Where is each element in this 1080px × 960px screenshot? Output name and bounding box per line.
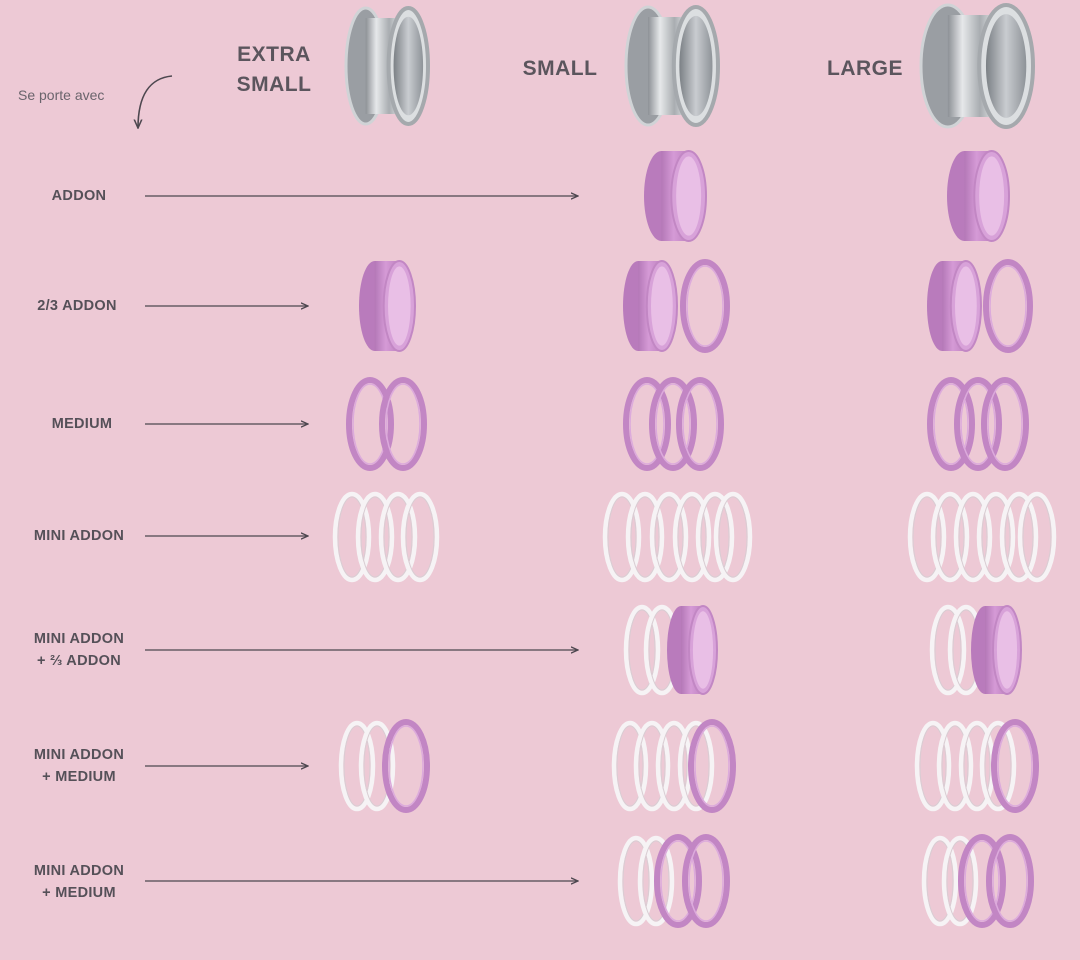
pink-band-icon (991, 719, 1039, 813)
clear-band-icon (921, 835, 959, 927)
row-label-line1: MINI ADDON (33, 528, 125, 544)
column-header-line2: SMALL (236, 73, 312, 96)
row-label-line1: MINI ADDON (33, 863, 125, 879)
clear-band-icon (602, 491, 642, 583)
row-label-medium: MEDIUM (17, 413, 147, 435)
column-header-large: LARGE (815, 54, 915, 84)
clear-band-icon (929, 604, 967, 696)
clear-band-icon (633, 720, 671, 812)
pink-ring-icon (644, 150, 708, 242)
row-label-line1: 2/3 ADDON (37, 298, 117, 314)
row-label-line2: + ⅔ ADDON (37, 653, 121, 669)
clear-band-icon (623, 604, 661, 696)
steel-base-ring-icon (919, 3, 1035, 129)
row-label-line1: MEDIUM (51, 416, 113, 432)
clear-band-icon (338, 720, 376, 812)
pink-band-icon (958, 834, 1006, 928)
clear-band-icon (936, 720, 974, 812)
pink-band-icon (654, 834, 702, 928)
steel-base-ring-icon (624, 5, 720, 127)
pink-band-icon (954, 377, 1002, 471)
clear-band-icon (649, 491, 689, 583)
row-label-mini-addon-medium: MINI ADDON + MEDIUM (14, 744, 144, 788)
pink-band-icon (382, 719, 430, 813)
wear-with-note: Se porte avec (18, 87, 105, 103)
clear-band-icon (1017, 491, 1057, 583)
clear-band-icon (941, 835, 979, 927)
clear-band-icon (914, 720, 952, 812)
row-label-mini-addon-medium-2: MINI ADDON + MEDIUM (14, 860, 144, 904)
pink-band-icon (649, 377, 697, 471)
pink-band-icon (927, 377, 975, 471)
column-header-extra-small: EXTRA SMALL (228, 40, 320, 100)
row-label-line1: MINI ADDON (33, 747, 125, 763)
clear-band-icon (976, 491, 1016, 583)
pink-ring-icon (359, 260, 417, 352)
clear-band-icon (930, 491, 970, 583)
row-label-mini-addon: MINI ADDON (14, 525, 144, 547)
clear-band-icon (672, 491, 712, 583)
row-label-addon: ADDON (14, 185, 144, 207)
pink-band-icon (986, 834, 1034, 928)
pink-band-icon (623, 377, 671, 471)
clear-band-icon (625, 491, 665, 583)
clear-band-icon (355, 491, 395, 583)
clear-band-icon (378, 491, 418, 583)
clear-band-icon (907, 491, 947, 583)
pink-band-icon (688, 719, 736, 813)
clear-band-icon (695, 491, 735, 583)
pink-band-icon (379, 377, 427, 471)
clear-band-icon (713, 491, 753, 583)
clear-band-icon (358, 720, 396, 812)
pink-ring-icon (927, 260, 983, 352)
steel-base-ring-icon (344, 6, 431, 126)
column-header-line1: EXTRA (237, 43, 311, 66)
clear-band-icon (400, 491, 440, 583)
clear-band-icon (611, 720, 649, 812)
row-label-mini-addon-two-thirds: MINI ADDON + ⅔ ADDON (14, 628, 144, 672)
pink-ring-icon (667, 605, 718, 695)
pink-band-icon (346, 377, 394, 471)
column-header-line1: LARGE (827, 57, 903, 80)
pink-band-icon (983, 259, 1033, 353)
clear-band-icon (617, 835, 655, 927)
row-label-line1: MINI ADDON (33, 631, 125, 647)
clear-band-icon (979, 720, 1017, 812)
row-label-line2: + MEDIUM (42, 885, 116, 901)
row-label-line1: ADDON (51, 188, 107, 204)
row-label-line2: + MEDIUM (42, 769, 116, 785)
column-header-small: SMALL (510, 54, 610, 84)
pink-band-icon (682, 834, 730, 928)
pink-ring-icon (971, 605, 1022, 695)
curved-arrow-icon (138, 75, 173, 128)
column-header-line1: SMALL (522, 57, 598, 80)
pink-ring-icon (623, 260, 679, 352)
clear-band-icon (953, 491, 993, 583)
clear-band-icon (677, 720, 715, 812)
pink-band-icon (981, 377, 1029, 471)
pink-ring-icon (947, 150, 1011, 242)
pink-band-icon (680, 259, 730, 353)
pink-band-icon (676, 377, 724, 471)
clear-band-icon (637, 835, 675, 927)
row-label-two-thirds-addon: 2/3 ADDON (12, 295, 142, 317)
clear-band-icon (999, 491, 1039, 583)
clear-band-icon (332, 491, 372, 583)
